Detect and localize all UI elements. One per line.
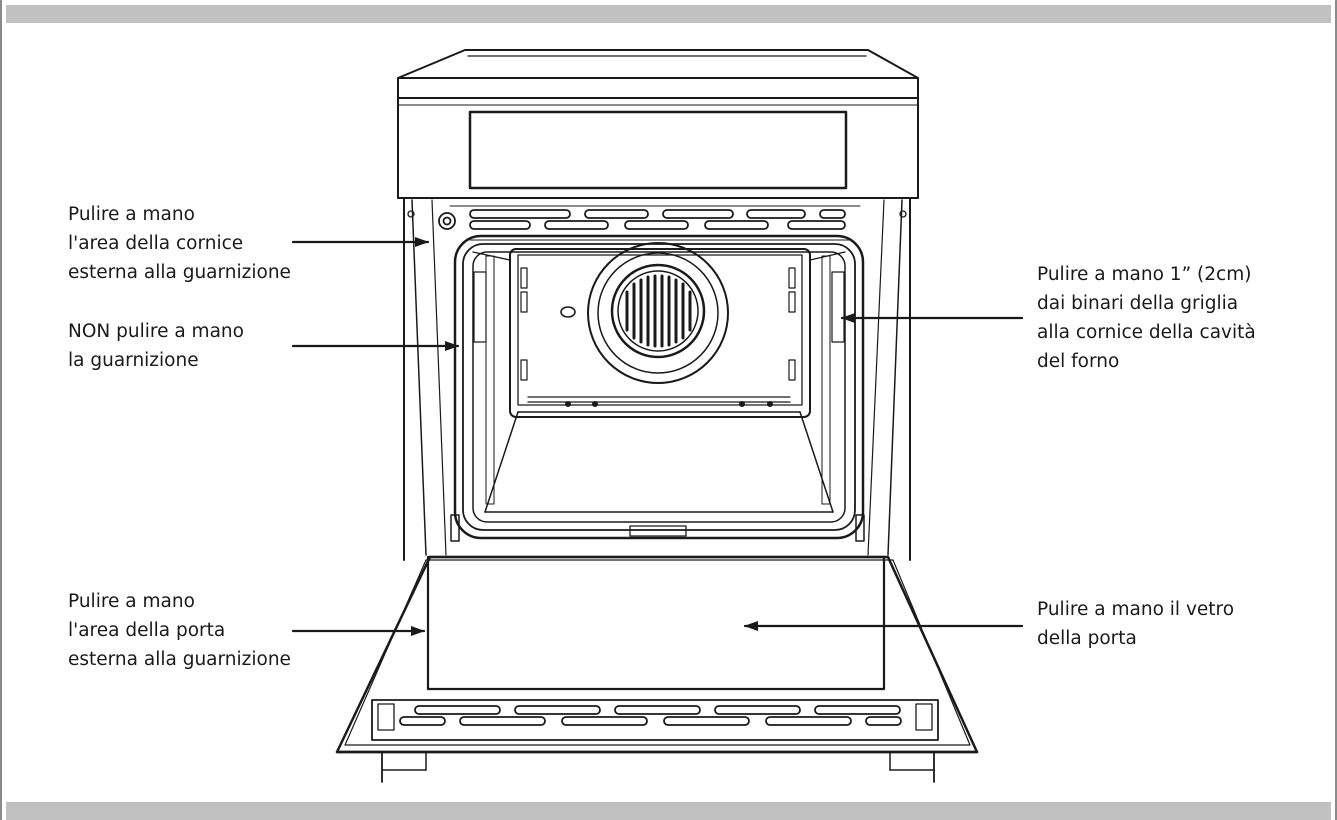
frame-vents bbox=[438, 205, 861, 230]
label-gasket: NON pulire a mano la guarnizione bbox=[68, 321, 244, 371]
oven-door bbox=[335, 555, 979, 783]
label-door-outside-gasket: Pulire a mano l'area della porta esterna… bbox=[68, 591, 291, 670]
label-frame-outside-gasket: Pulire a mano l'area della cornice ester… bbox=[68, 204, 291, 283]
oven-cavity bbox=[472, 248, 846, 537]
callout-arrows bbox=[291, 237, 1024, 636]
top-band bbox=[6, 5, 1331, 23]
bottom-band bbox=[6, 802, 1331, 820]
page-frame-right bbox=[1335, 0, 1337, 820]
frame-knob-icon bbox=[438, 212, 456, 230]
page-frame-left bbox=[0, 0, 2, 820]
label-door-glass: Pulire a mano il vetro della porta bbox=[1037, 599, 1235, 649]
oven-fan-icon bbox=[587, 242, 729, 384]
oven-body bbox=[403, 197, 911, 561]
label-rack-rails: Pulire a mano 1” (2cm) dai binari della … bbox=[1037, 264, 1256, 372]
door-hinges bbox=[450, 514, 865, 542]
oven-top-panel bbox=[397, 49, 919, 199]
